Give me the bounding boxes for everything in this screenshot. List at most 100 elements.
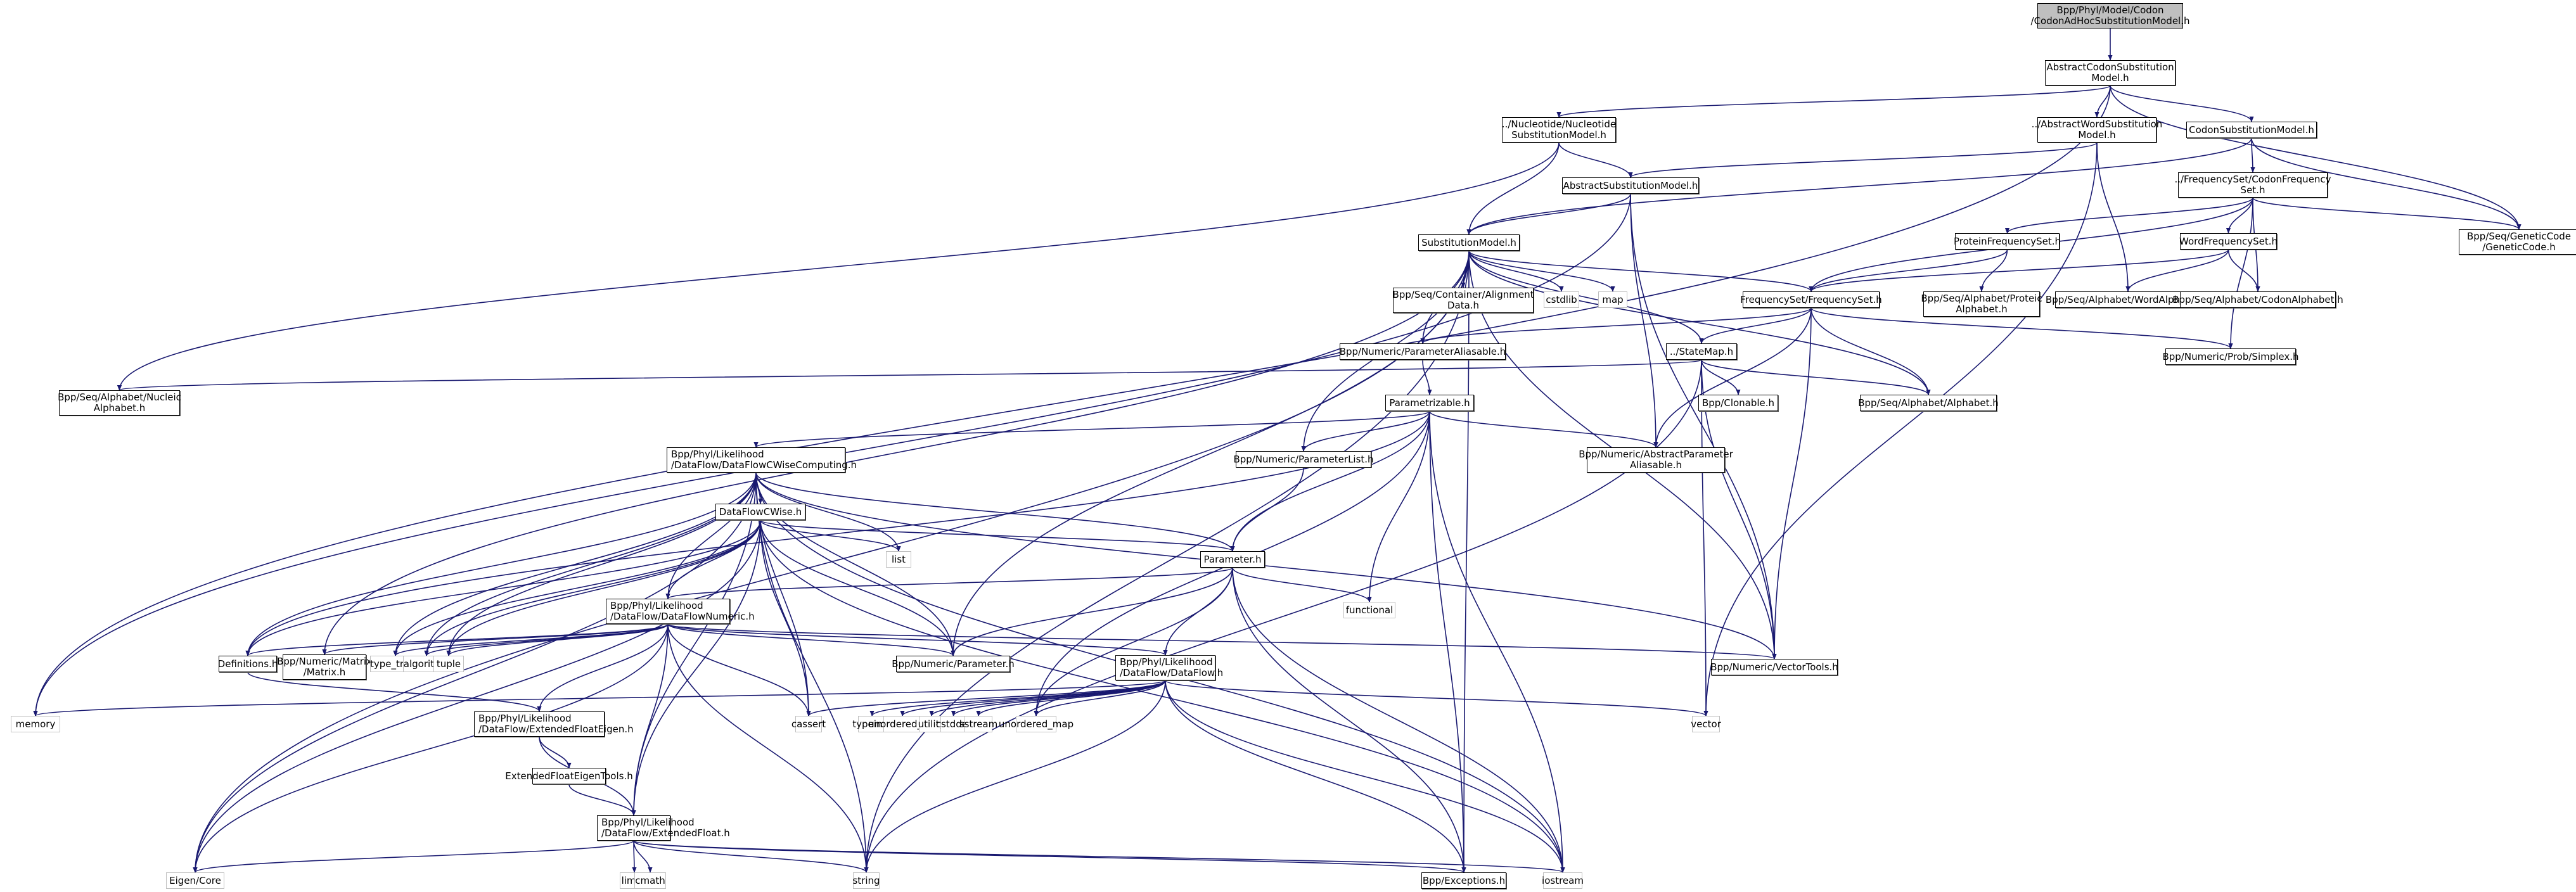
edge-df-to-vector <box>1165 680 1708 717</box>
graph-node[interactable]: functional <box>1343 602 1395 618</box>
edge-dfn-to-eigen <box>193 623 669 873</box>
edge-param-to-dfn <box>665 567 1233 599</box>
graph-node[interactable]: ../Nucleotide/Nucleotide SubstitutionMod… <box>1502 117 1616 143</box>
graph-node[interactable]: Bpp/Seq/Alphabet/CodonAlphabet.h <box>2172 291 2343 308</box>
edge-stm-to-alpha <box>1701 359 1931 395</box>
graph-node[interactable]: AbstractCodonSubstitution Model.h <box>2045 60 2176 86</box>
graph-node[interactable]: utility <box>918 716 945 732</box>
graph-node[interactable]: CodonSubstitutionModel.h <box>2186 122 2317 138</box>
graph-node[interactable]: Eigen/Core <box>166 872 224 889</box>
graph-node[interactable]: Bpp/Numeric/ParameterAliasable.h <box>1340 343 1506 360</box>
graph-node[interactable]: list <box>886 551 911 568</box>
edge-dfn-to-vt <box>667 623 1777 659</box>
graph-node[interactable]: iostream <box>1542 872 1584 889</box>
edge-ptz-to-param <box>1230 411 1430 552</box>
graph-node[interactable]: cstddef <box>936 716 971 732</box>
edge-plist-to-param <box>1230 467 1304 552</box>
graph-node[interactable]: unordered_set <box>868 716 937 732</box>
edge-dfcwc-to-dfn <box>665 472 757 599</box>
graph-node[interactable]: Bpp/Phyl/Likelihood /DataFlow/ExtendedFl… <box>474 711 634 737</box>
graph-node[interactable]: Bpp/Seq/Alphabet/WordAlphabet.h <box>2046 291 2210 308</box>
graph-node[interactable]: unordered_map <box>999 716 1073 732</box>
graph-node[interactable]: Bpp/Phyl/Likelihood /DataFlow/ExtendedFl… <box>597 815 730 841</box>
edge-ptz-to-exc <box>1429 411 1466 873</box>
edge-dfcwc-to-eigen <box>193 472 757 873</box>
graph-node[interactable]: FrequencySet/FrequencySet.h <box>1740 291 1882 308</box>
edge-efet-to-ef <box>568 784 636 816</box>
graph-node[interactable]: Bpp/Phyl/Likelihood /DataFlow/DataFlowNu… <box>606 599 755 624</box>
edge-dfcwc-to-string <box>755 472 869 873</box>
edge-df-to-utility <box>929 680 1166 717</box>
graph-node[interactable]: typeinfo <box>852 716 892 732</box>
edge-dfn-to-df <box>667 623 1168 656</box>
graph-node[interactable]: ../AbstractWordSubstitution Model.h <box>2032 117 2162 143</box>
graph-node[interactable]: cassert <box>791 716 826 732</box>
graph-node[interactable]: Bpp/Seq/Container/Alignment Data.h <box>1393 288 1534 313</box>
graph-node[interactable]: map <box>1598 291 1627 308</box>
graph-node[interactable]: Bpp/Numeric/ParameterList.h <box>1233 451 1374 468</box>
edge-dfcw-to-tt <box>393 519 761 656</box>
edge-dfn-to-tuple <box>446 623 669 656</box>
edge-df-to-memory <box>33 680 1166 717</box>
graph-node[interactable]: WordFrequencySet.h <box>2179 233 2278 250</box>
edge-acsm-to-memory <box>33 85 2111 717</box>
graph-node[interactable]: Bpp/Seq/Alphabet/Alphabet.h <box>1858 395 1999 411</box>
edge-dfcw-to-cassert <box>760 519 811 717</box>
edge-defs-to-efe <box>247 672 542 712</box>
edge-ef-to-exc <box>633 840 1466 873</box>
graph-node[interactable]: ../FrequencySet/CodonFrequency Set.h <box>2174 172 2331 198</box>
graph-node[interactable]: Definitions.h <box>218 656 278 672</box>
edge-ptz-to-apa <box>1429 411 1658 448</box>
graph-node[interactable]: Parameter.h <box>1200 551 1265 568</box>
graph-node[interactable]: SubstitutionModel.h <box>1418 234 1520 251</box>
graph-node[interactable]: ProteinFrequencySet.h <box>1954 233 2061 250</box>
graph-node[interactable]: Bpp/Seq/Alphabet/Proteic Alphabet.h <box>1921 291 2042 317</box>
graph-node[interactable]: cstdlib <box>1544 291 1579 308</box>
edge-dfcwc-to-nparam <box>755 472 956 656</box>
graph-node[interactable]: memory <box>11 716 60 732</box>
edge-dfcw-to-param <box>760 519 1235 552</box>
graph-node[interactable]: Bpp/Numeric/Parameter.h <box>892 656 1015 672</box>
edge-dfcwc-to-defs <box>245 472 757 656</box>
edge-ef-to-cmath <box>633 840 653 873</box>
graph-node[interactable]: sstream <box>959 716 997 732</box>
graph-node[interactable]: Bpp/Numeric/AbstractParameter Aliasable.… <box>1579 447 1733 473</box>
edge-sm-to-cstdlib <box>1468 250 1564 292</box>
edge-dfn-to-ef <box>631 623 669 816</box>
edge-ef-to-eigen <box>193 840 634 873</box>
edge-ptz-to-dfcwc <box>753 411 1430 448</box>
graph-node[interactable]: Bpp/Phyl/Likelihood /DataFlow/DataFlow.h <box>1115 655 1223 680</box>
graph-node[interactable]: Bpp/Numeric/Prob/Simplex.h <box>2162 348 2299 365</box>
edge-dfn-to-nparam <box>667 623 956 656</box>
edge-asm-to-apa <box>1630 193 1658 448</box>
graph-node[interactable]: Bpp/Phyl/Likelihood /DataFlow/DataFlowCW… <box>667 447 857 473</box>
graph-node[interactable]: vector <box>1691 716 1721 732</box>
edge-asm-to-vt <box>1630 193 1777 659</box>
edge-nsm-to-asm <box>1558 142 1633 178</box>
edge-df-to-sstream <box>976 680 1166 717</box>
graph-node[interactable]: Bpp/Numeric/Matrix /Matrix.h <box>277 654 372 680</box>
graph-node[interactable]: Bpp/Seq/GeneticCode /GeneticCode.h <box>2459 229 2576 255</box>
graph-node[interactable]: tuple <box>433 656 464 672</box>
graph-node[interactable]: Bpp/Numeric/VectorTools.h <box>1710 659 1838 675</box>
graph-node-root[interactable]: Bpp/Phyl/Model/Codon /CodonAdHocSubstitu… <box>2031 3 2190 29</box>
graph-node[interactable]: Bpp/Clonable.h <box>1698 395 1778 411</box>
graph-node[interactable]: ../StateMap.h <box>1666 343 1737 360</box>
edge-dfcw-to-defs <box>245 519 761 656</box>
graph-node[interactable]: string <box>852 872 880 889</box>
graph-node[interactable]: AbstractSubstitutionModel.h <box>1562 177 1699 194</box>
edge-dfcwc-to-tuple <box>446 472 757 656</box>
edge-pal-to-ptz <box>1422 359 1432 395</box>
graph-node[interactable]: DataFlowCWise.h <box>715 504 805 520</box>
graph-node[interactable]: Bpp/Exceptions.h <box>1421 872 1506 889</box>
edge-dfcwc-to-param <box>755 472 1235 552</box>
edge-dfcw-to-list <box>760 519 901 552</box>
graph-node[interactable]: ExtendedFloatEigenTools.h <box>505 768 633 784</box>
graph-node[interactable]: cmath <box>634 872 666 889</box>
edge-nsm-to-na <box>117 142 1560 391</box>
edge-dfcw-to-nparam <box>760 519 956 656</box>
edge-acsm-to-csm <box>2110 85 2254 122</box>
graph-node[interactable]: Bpp/Seq/Alphabet/Nucleic Alphabet.h <box>58 390 181 416</box>
graph-node[interactable]: Parametrizable.h <box>1385 395 1474 411</box>
